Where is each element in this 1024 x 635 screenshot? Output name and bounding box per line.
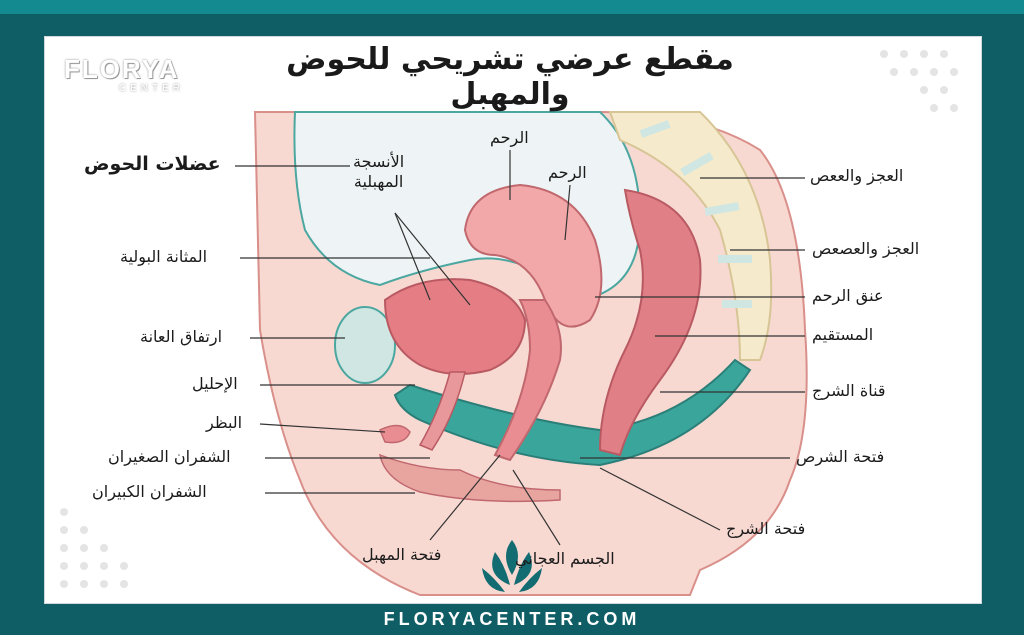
label-sacrum-coccyx-1: العجز والععص (810, 166, 904, 185)
label-rectum: المستقيم (812, 325, 874, 344)
label-labia-minora: الشفران الصغيران (108, 447, 231, 466)
vagina (493, 299, 562, 462)
pubic-symphysis (334, 306, 396, 384)
labia (378, 453, 561, 503)
sacrum (608, 111, 773, 361)
rectum (598, 188, 702, 457)
label-perineal-body: الجسم العجاني (515, 549, 615, 568)
label-urethra: الإحليل (192, 374, 238, 393)
label-vaginal-opening: فتحة المهبل (362, 545, 442, 564)
logo-sub: CENTER (118, 83, 184, 94)
label-anal-canal: قناة الشرج (812, 381, 886, 400)
logo-brand: FLORYA (64, 54, 180, 84)
footer-url: FLORYACENTER.COM (383, 609, 641, 629)
top-stripe (0, 0, 1024, 14)
label-anus: فتحة الشرج (726, 519, 806, 538)
label-uterus-1: الرحم (490, 128, 529, 147)
label-bladder: المثانة البولية (120, 247, 208, 266)
label-clitoris: البظر (206, 413, 243, 432)
clitoris-shape (379, 424, 411, 444)
label-vaginal-tissues: الأنسجة المهبلية (353, 152, 405, 191)
label-uterus-2: الرحم (548, 163, 587, 182)
urethra-shape (418, 371, 466, 451)
page-title: مقطع عرضي تشريحي للحوض والمهبل (286, 42, 734, 112)
label-labia-majora: الشفران الكبيران (92, 482, 207, 501)
lotus-logo-icon (482, 540, 542, 592)
label-pubic-symphysis: ارتفاق العانة (140, 327, 223, 346)
label-cervix: عنق الرحم (812, 286, 884, 305)
label-rectal-opening: فتحة الشرص (796, 447, 885, 466)
label-sacrum-coccyx-2: العجز والعصعص (812, 239, 920, 258)
pelvic-floor-muscle (393, 358, 752, 467)
bladder (383, 278, 527, 375)
florya-logo: FLORYA CENTER (64, 54, 194, 102)
label-pelvic-muscles: عضلات الحوض (84, 153, 221, 175)
